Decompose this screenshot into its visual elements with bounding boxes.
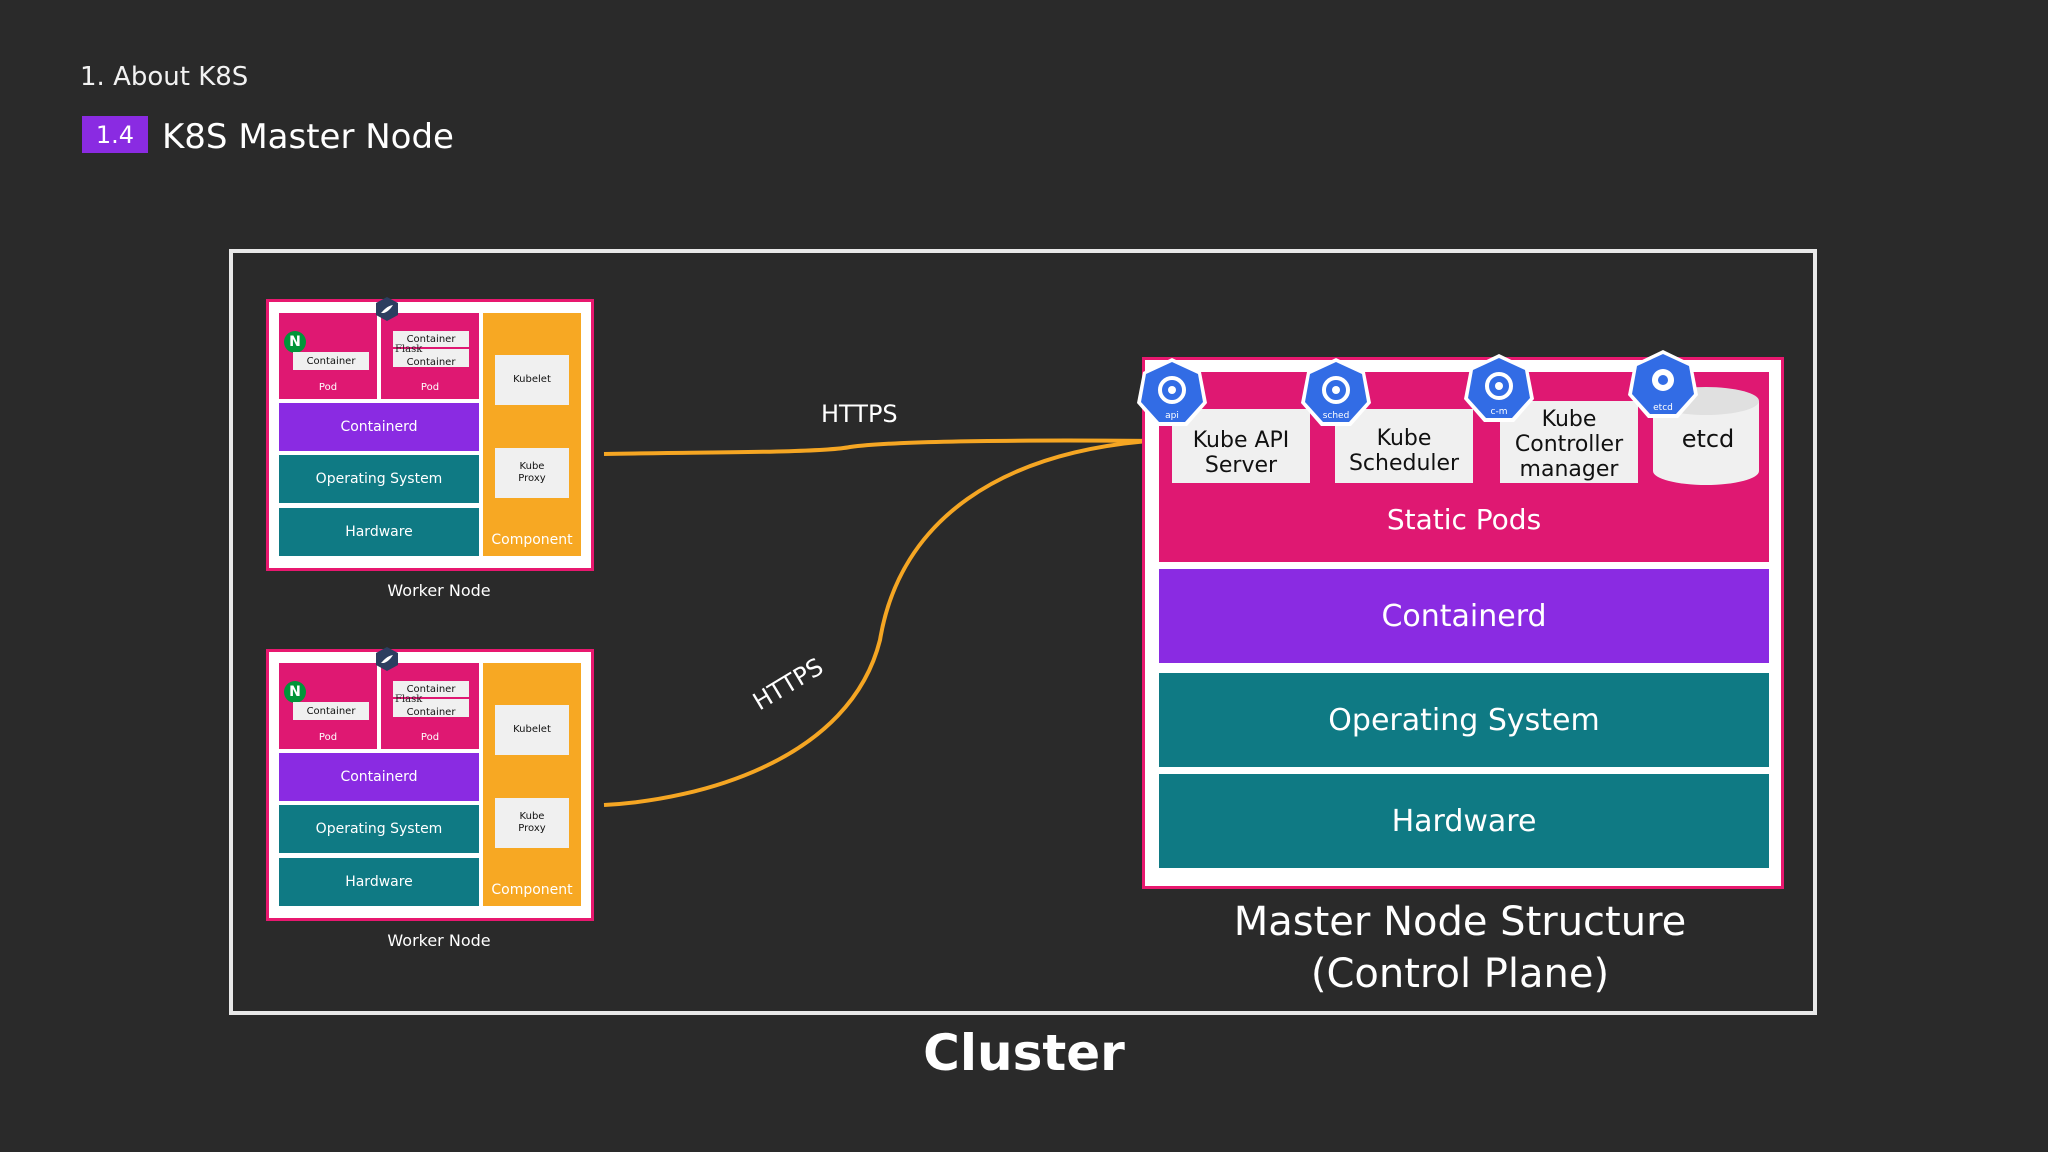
pod-label: Pod: [420, 382, 440, 393]
worker-node-1: N Container Pod Container Container Pod …: [266, 297, 594, 571]
container-box: Container: [293, 352, 369, 370]
container-box: Container: [393, 699, 469, 718]
hardware-layer: Hardware: [279, 858, 479, 906]
container-box: Container: [393, 681, 469, 697]
container-box: Container: [393, 331, 469, 347]
kube-proxy-box: Kube Proxy: [495, 798, 569, 848]
worker-node-2: N Container Pod Container Container Pod …: [266, 647, 594, 921]
worker-node-label: Worker Node: [387, 581, 491, 600]
static-pods-label: Static Pods: [1386, 503, 1542, 536]
etcd-icon: [1628, 350, 1698, 418]
kube-proxy-box: Kube Proxy: [495, 448, 569, 498]
container-box: Container: [393, 349, 469, 368]
pod-label: Pod: [420, 732, 440, 743]
master-os-layer: Operating System: [1159, 673, 1769, 767]
master-label-line1: Master Node Structure: [1233, 899, 1687, 945]
https-connection-1: [603, 438, 1169, 456]
section-number-badge: 1.4: [82, 116, 148, 153]
kube-controller-manager-box: Kube Controller manager: [1500, 401, 1638, 483]
containerd-layer: Containerd: [279, 753, 479, 801]
hardware-layer: Hardware: [279, 508, 479, 556]
https-connection-2: [603, 438, 1163, 807]
master-label-line2: (Control Plane): [1310, 951, 1610, 997]
containerd-layer: Containerd: [279, 403, 479, 451]
flask-text: Flask: [395, 694, 423, 705]
controller-manager-icon: [1464, 354, 1534, 422]
api-icon-tag: api: [1165, 411, 1179, 421]
cluster-boundary: [229, 249, 1817, 1015]
master-node: Static Pods Kube API Server Kube Schedul…: [1137, 350, 1784, 889]
pod-1: N Container Pod: [279, 313, 377, 399]
page-title: K8S Master Node: [162, 117, 454, 157]
pod-2: Container Container Pod: [381, 663, 479, 749]
nginx-icon: N: [284, 681, 306, 703]
pod-2: Container Container Pod: [381, 313, 479, 399]
component-column: Kubelet Kube Proxy Component: [483, 663, 581, 906]
pod-label: Pod: [318, 382, 338, 393]
etcd-icon-tag: etcd: [1653, 403, 1673, 413]
api-server-icon: [1137, 358, 1207, 426]
os-layer: Operating System: [279, 455, 479, 503]
kube-scheduler-box: Kube Scheduler: [1335, 409, 1473, 483]
kubelet-box: Kubelet: [495, 705, 569, 755]
kubelet-box: Kubelet: [495, 355, 569, 405]
nginx-icon: N: [284, 331, 306, 353]
component-label: Component: [491, 532, 573, 548]
cluster-label: Cluster: [923, 1024, 1125, 1082]
pod-1: N Container Pod: [279, 663, 377, 749]
kube-api-server-box: Kube API Server: [1172, 409, 1310, 483]
container-box: Container: [293, 702, 369, 720]
master-hardware-layer: Hardware: [1159, 774, 1769, 868]
component-label: Component: [491, 882, 573, 898]
bird-icon: [376, 647, 398, 671]
section-heading: 1. About K8S: [80, 62, 249, 92]
master-containerd-layer: Containerd: [1159, 569, 1769, 663]
bird-icon: [376, 297, 398, 321]
sched-icon-tag: sched: [1322, 411, 1350, 421]
os-layer: Operating System: [279, 805, 479, 853]
cm-icon-tag: c-m: [1490, 407, 1508, 417]
https-label-1: HTTPS: [821, 400, 898, 428]
flask-text: Flask: [395, 344, 423, 355]
scheduler-icon: [1301, 358, 1371, 426]
worker-node-label: Worker Node: [387, 931, 491, 950]
pod-label: Pod: [318, 732, 338, 743]
master-node-label: Master Node Structure (Control Plane): [1180, 896, 1740, 1000]
etcd-label: etcd: [1681, 425, 1735, 453]
component-column: Kubelet Kube Proxy Component: [483, 313, 581, 556]
